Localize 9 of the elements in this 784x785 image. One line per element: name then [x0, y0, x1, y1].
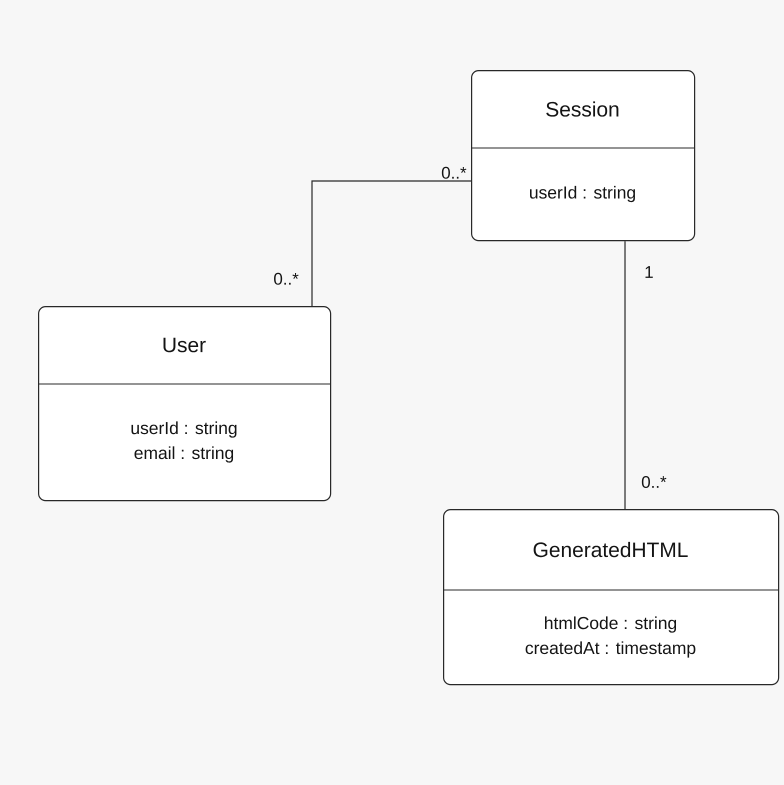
multiplicity-label: 0..*	[442, 166, 466, 179]
association-line	[624, 241, 626, 509]
multiplicity-label: 0..*	[642, 476, 666, 488]
association-line	[311, 180, 471, 306]
multiplicity-label: 1	[646, 266, 653, 278]
multiplicity-label: 0..*	[274, 272, 299, 285]
class-box: User userId : string email : string	[38, 306, 332, 502]
class-box: Session userId : string	[470, 70, 696, 242]
class-box: GeneratedHTML htmlCode : string createdAt : timestamp	[442, 509, 780, 686]
